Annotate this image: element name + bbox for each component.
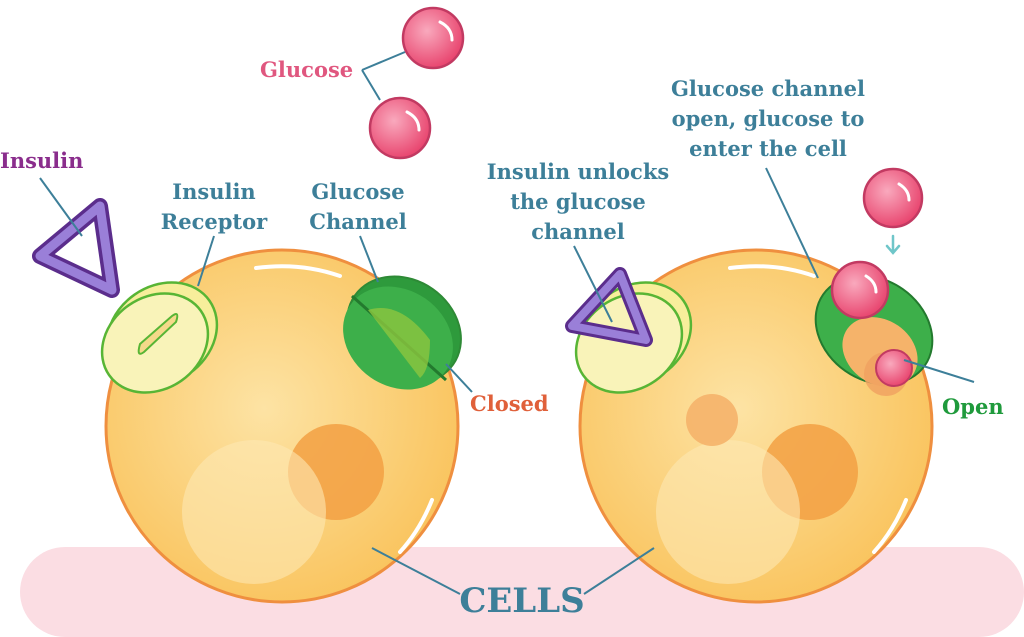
insulin-unlocks-label-line1: Insulin unlocks xyxy=(487,159,669,184)
insulin-receptor-label-line2: Receptor xyxy=(161,209,268,234)
glucose-channel-label: Glucose Channel xyxy=(309,179,406,234)
glucose-molecule-entering xyxy=(830,260,913,387)
closed-label: Closed xyxy=(470,391,549,416)
channel-open-label: Glucose channel open, glucose to enter t… xyxy=(671,76,865,161)
insulin-molecule-bound xyxy=(565,267,653,347)
cell-highlight-lower xyxy=(872,498,908,554)
absorbed-glucose xyxy=(686,394,738,446)
cells-label: CELLS xyxy=(459,581,584,621)
channel-open-label-line2: open, glucose to xyxy=(672,106,865,131)
glucose-channel-label-line1: Glucose xyxy=(311,179,404,204)
cell-highlight xyxy=(728,264,816,278)
glucose-channel-label-line2: Channel xyxy=(309,209,406,234)
insulin-label: Insulin xyxy=(0,148,83,173)
insulin-molecule-free xyxy=(32,198,120,298)
glucose-label: Glucose xyxy=(260,57,353,82)
glucose-molecule-middle xyxy=(368,96,432,160)
glucose-molecule-incoming xyxy=(862,167,924,229)
insulin-receptor xyxy=(100,281,219,394)
insulin-receptor-label-line1: Insulin xyxy=(172,179,255,204)
down-arrow-icon xyxy=(885,234,901,255)
channel-open-label-line3: enter the cell xyxy=(689,136,847,161)
insulin-receptor-label: Insulin Receptor xyxy=(161,179,268,234)
cell-highlight xyxy=(254,264,342,278)
cell-vacuole xyxy=(656,440,800,584)
insulin-unlocks-label-line3: channel xyxy=(531,219,625,244)
glucose-channel-closed xyxy=(343,275,462,390)
insulin-unlocks-label: Insulin unlocks the glucose channel xyxy=(487,159,669,244)
cell-right xyxy=(565,167,934,604)
glucose-molecule-top xyxy=(401,6,465,70)
channel-open-label-line1: Glucose channel xyxy=(671,76,865,101)
cell-highlight-lower xyxy=(398,498,434,554)
open-label: Open xyxy=(942,394,1004,419)
leader-lines xyxy=(39,51,975,595)
cell-vacuole xyxy=(182,440,326,584)
cell-left xyxy=(100,248,462,604)
insulin-unlocks-label-line2: the glucose xyxy=(510,189,646,214)
